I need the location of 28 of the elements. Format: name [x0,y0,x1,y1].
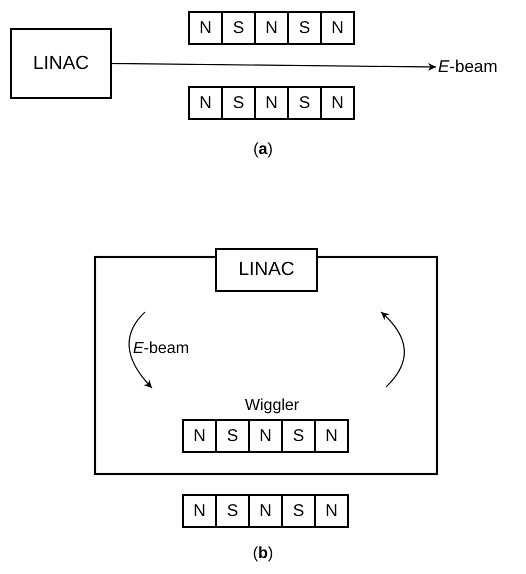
linac-box: LINAC [10,28,112,99]
magnet-block: S [215,494,250,528]
panel-label: (b) [252,545,274,563]
magnet-block: N [182,419,217,453]
magnet-block: S [215,419,250,453]
magnet-block: S [221,86,256,120]
magnet-block: N [188,11,223,45]
magnet-block: S [281,419,316,453]
magnet-block: S [287,86,322,120]
beam-label: E-beam [133,340,190,358]
linac-box: LINAC [215,248,318,292]
panel-label: (a) [253,141,273,159]
wiggler-label: Wiggler [244,397,300,415]
magnet-block: N [248,419,283,453]
magnet-block: N [320,86,355,120]
magnet-block: N [314,419,349,453]
magnet-block: N [254,86,289,120]
magnet-block: N [314,494,349,528]
magnet-block: N [248,494,283,528]
magnet-block: S [287,11,322,45]
magnet-block: S [281,494,316,528]
arrow [112,62,436,71]
magnet-block: S [221,11,256,45]
magnet-block: N [320,11,355,45]
beam-label: E-beam [438,56,514,78]
magnet-block: N [188,86,223,120]
magnet-block: N [254,11,289,45]
magnet-block: N [182,494,217,528]
